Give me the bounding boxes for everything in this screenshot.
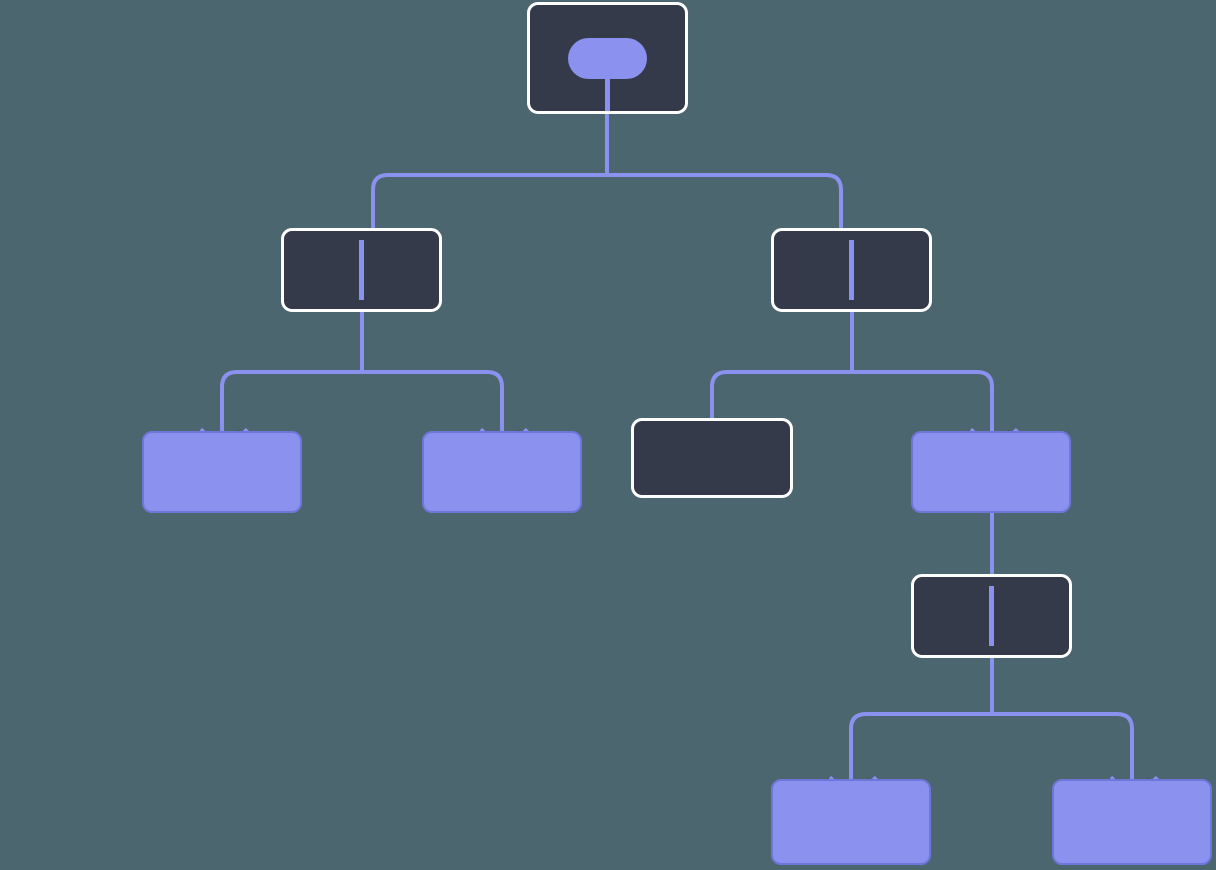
level2-leaf-d[interactable]: [911, 431, 1071, 513]
connector-root-split: [371, 173, 843, 312]
edge-path-group: [220, 58, 1134, 788]
level4-leaf-b[interactable]: [1052, 779, 1212, 865]
level1-right-node-inner-connector: [849, 240, 854, 300]
root-node-inner-stem: [605, 79, 610, 111]
level1-left-node-inner-connector: [359, 240, 364, 300]
level3-dark-node-inner-connector: [989, 586, 994, 646]
level2-dark-node[interactable]: [631, 418, 793, 498]
connector-level3-split: [849, 712, 1134, 788]
root-node-pill-badge: [568, 38, 647, 79]
level2-leaf-b[interactable]: [422, 431, 582, 513]
level4-leaf-a[interactable]: [771, 779, 931, 865]
connector-level1left-split: [220, 370, 504, 440]
connector-level1right-split: [710, 370, 994, 440]
level2-leaf-a[interactable]: [142, 431, 302, 513]
